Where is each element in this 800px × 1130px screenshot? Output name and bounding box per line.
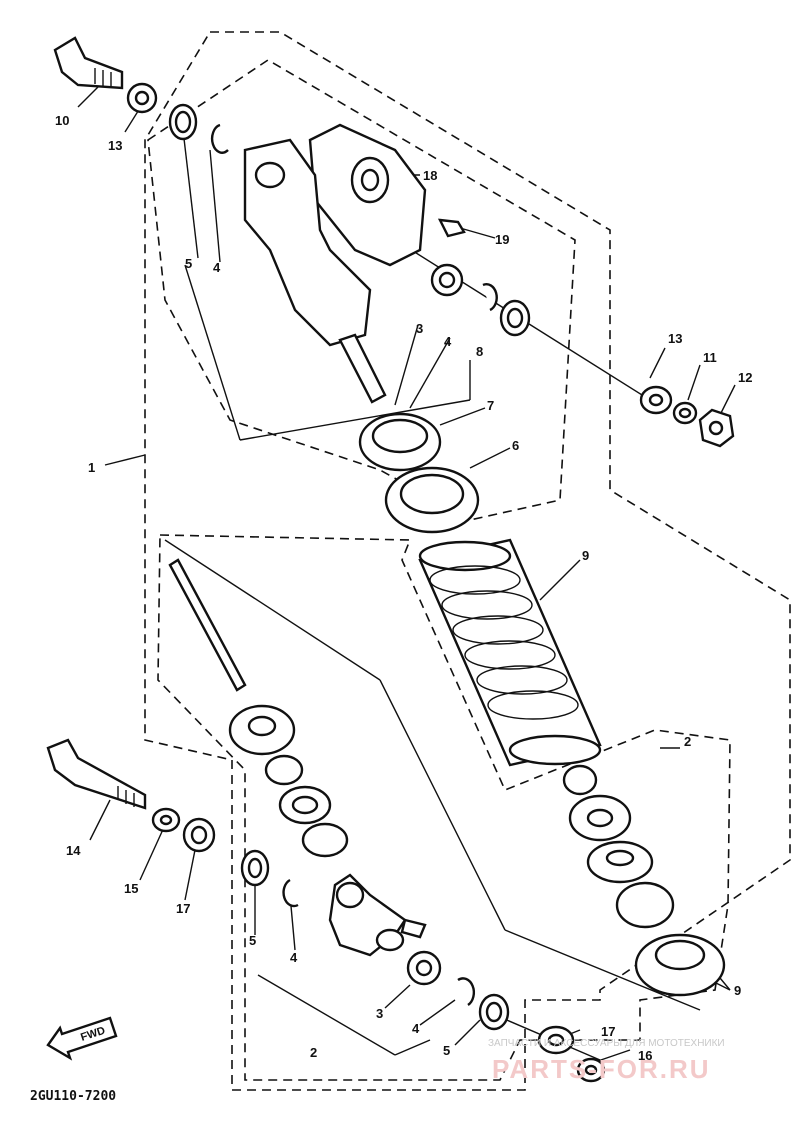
callout-17: 17 [176,901,190,916]
callout-3: 3 [376,1006,383,1021]
circlip-lower-mid [457,977,476,1006]
circlip-upper [210,123,229,154]
callout-11: 11 [703,350,717,365]
bushing-lower-left [228,704,296,756]
collar-bottom [537,1025,575,1055]
callout-6: 6 [512,438,519,453]
relay-arm [328,873,427,957]
watermark-caption: ЗАПЧАСТИ И АКСЕССУАРЫ ДЛЯ МОТОТЕХНИКИ [488,1038,725,1049]
callout-19: 19 [495,232,509,247]
washer-bottom [576,1057,606,1083]
callout-1: 1 [88,460,95,475]
collar-lower [182,817,216,853]
outline-absorber-unit [147,59,576,521]
shock-body [243,138,387,404]
callout-5: 5 [185,256,192,271]
push-rod [168,558,247,692]
washer-lower [151,807,181,833]
callout-13: 13 [108,138,122,153]
oil-seal-lower [240,849,270,887]
callout-18: 18 [423,168,437,183]
collar-mid [430,263,464,297]
oil-seal-upper [168,103,198,141]
adjusting-ring [384,466,480,534]
callout-5: 5 [443,1043,450,1058]
callout-5: 5 [249,933,256,948]
collar-lower-mid [406,950,442,986]
callout-10: 10 [55,113,69,128]
callout-4: 4 [412,1021,420,1036]
callout-4: 4 [290,950,298,965]
callout-14: 14 [66,843,81,858]
bolt-lower [46,738,147,810]
callout-2: 2 [310,1045,317,1060]
oil-seal-lower-mid [478,993,510,1031]
callout-9: 9 [734,983,741,998]
shock-reservoir [308,123,427,267]
callout-13: 13 [668,331,682,346]
watermark-site: PARTS-FOR.RU [492,1054,711,1084]
callout-17: 17 [601,1024,615,1039]
callout-15: 15 [124,881,138,896]
collar-upper [126,82,158,114]
callout-12: 12 [738,370,752,385]
washer-right [672,401,698,425]
callout-2: 2 [684,734,691,749]
locknut-ring [358,412,442,472]
outline-lower-group [157,534,731,1081]
callout-4: 4 [444,334,452,349]
callout-4: 4 [213,260,221,275]
coil-spring [418,538,602,767]
circlip-mid [482,283,498,312]
callout-numbers: 10 13 5 4 18 19 3 4 8 13 11 12 7 6 1 9 2… [55,113,752,1063]
bolt-upper [53,36,124,90]
circlip-lower [282,878,299,908]
callout-7: 7 [487,398,494,413]
bearing-lower-left [264,754,349,858]
callout-16: 16 [638,1048,652,1063]
nut-right [698,408,735,448]
diagram-code: 2GU110-7200 [30,1089,116,1104]
fwd-arrow-icon: FWD [46,1016,118,1061]
bushing-right-stack [562,764,726,997]
callout-3: 3 [416,321,423,336]
bolt-small-19 [437,218,466,238]
callout-9: 9 [582,548,589,563]
outline-assembly-1 [144,31,791,1091]
oil-seal-mid [499,299,531,337]
collar-right [639,385,673,415]
callout-8: 8 [476,344,483,359]
